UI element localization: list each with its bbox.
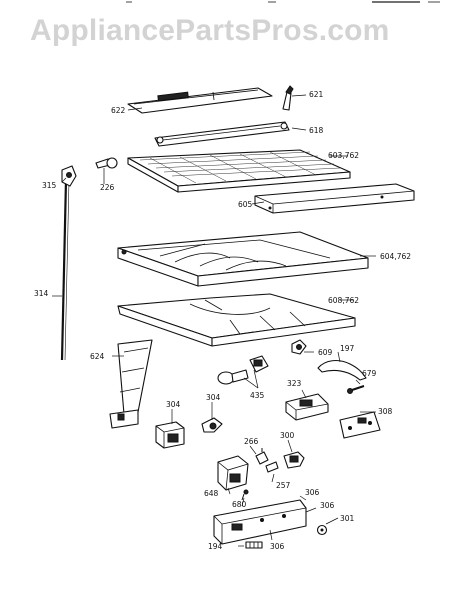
part-226-screw (95, 157, 118, 169)
label-621: 621 (309, 90, 324, 99)
label-648: 648 (204, 489, 219, 498)
part-605-front-strip (254, 183, 415, 214)
part-300-switch (283, 451, 305, 469)
part-680-screw (241, 489, 249, 501)
part-608-lower-tray (117, 293, 356, 347)
label-603: 603,762 (328, 151, 359, 160)
label-266: 266 (244, 437, 259, 446)
label-604: 604,762 (380, 252, 411, 261)
part-266 (255, 448, 269, 465)
label-314: 314 (34, 289, 49, 298)
label-300: 300 (280, 431, 295, 440)
part-604-tray (117, 231, 369, 287)
part-609-knob (291, 339, 307, 355)
label-306-b: 306 (320, 501, 335, 510)
label-306-a: 306 (305, 488, 320, 497)
label-608: 608,762 (328, 296, 359, 305)
label-194: 194 (208, 542, 223, 551)
label-679: 679 (362, 369, 377, 378)
label-301: 301 (340, 514, 355, 523)
part-labels: 621 622 618 315 226 603,762 605 604,762 … (34, 90, 411, 551)
part-624-bracket (109, 339, 153, 429)
part-621-pin (282, 85, 294, 111)
label-257: 257 (276, 481, 291, 490)
label-435: 435 (250, 391, 265, 400)
part-622-cover (127, 87, 273, 114)
label-197: 197 (340, 344, 355, 353)
label-605: 605 (238, 200, 253, 209)
part-679-screw (347, 385, 365, 394)
label-308: 308 (378, 407, 393, 416)
part-194-terminal (245, 541, 263, 549)
label-609: 609 (318, 348, 333, 357)
label-624: 624 (90, 352, 105, 361)
watermark: AppliancePartsPros.com (30, 14, 390, 47)
label-306-c: 306 (270, 542, 285, 551)
label-622: 622 (111, 106, 126, 115)
label-304-a: 304 (166, 400, 181, 409)
part-306-bracket (213, 499, 307, 545)
label-323: 323 (287, 379, 302, 388)
part-314-315-rod (60, 165, 77, 361)
part-304-switch-a (155, 421, 185, 449)
part-308-plate (339, 411, 381, 439)
part-648-thermostat (217, 455, 249, 491)
part-257 (265, 461, 279, 473)
part-301-screw (316, 524, 328, 536)
part-323-housing (285, 393, 329, 421)
label-618: 618 (309, 126, 324, 135)
part-618-bar (154, 121, 290, 147)
leader-lines (52, 94, 376, 547)
part-197-clip (317, 359, 367, 381)
part-603-grid-shelf (127, 149, 351, 193)
label-680: 680 (232, 500, 247, 509)
part-435-lamp (217, 355, 269, 385)
part-304-knob-b (201, 417, 223, 433)
label-226: 226 (100, 183, 115, 192)
label-315: 315 (42, 181, 57, 190)
label-304-b: 304 (206, 393, 221, 402)
